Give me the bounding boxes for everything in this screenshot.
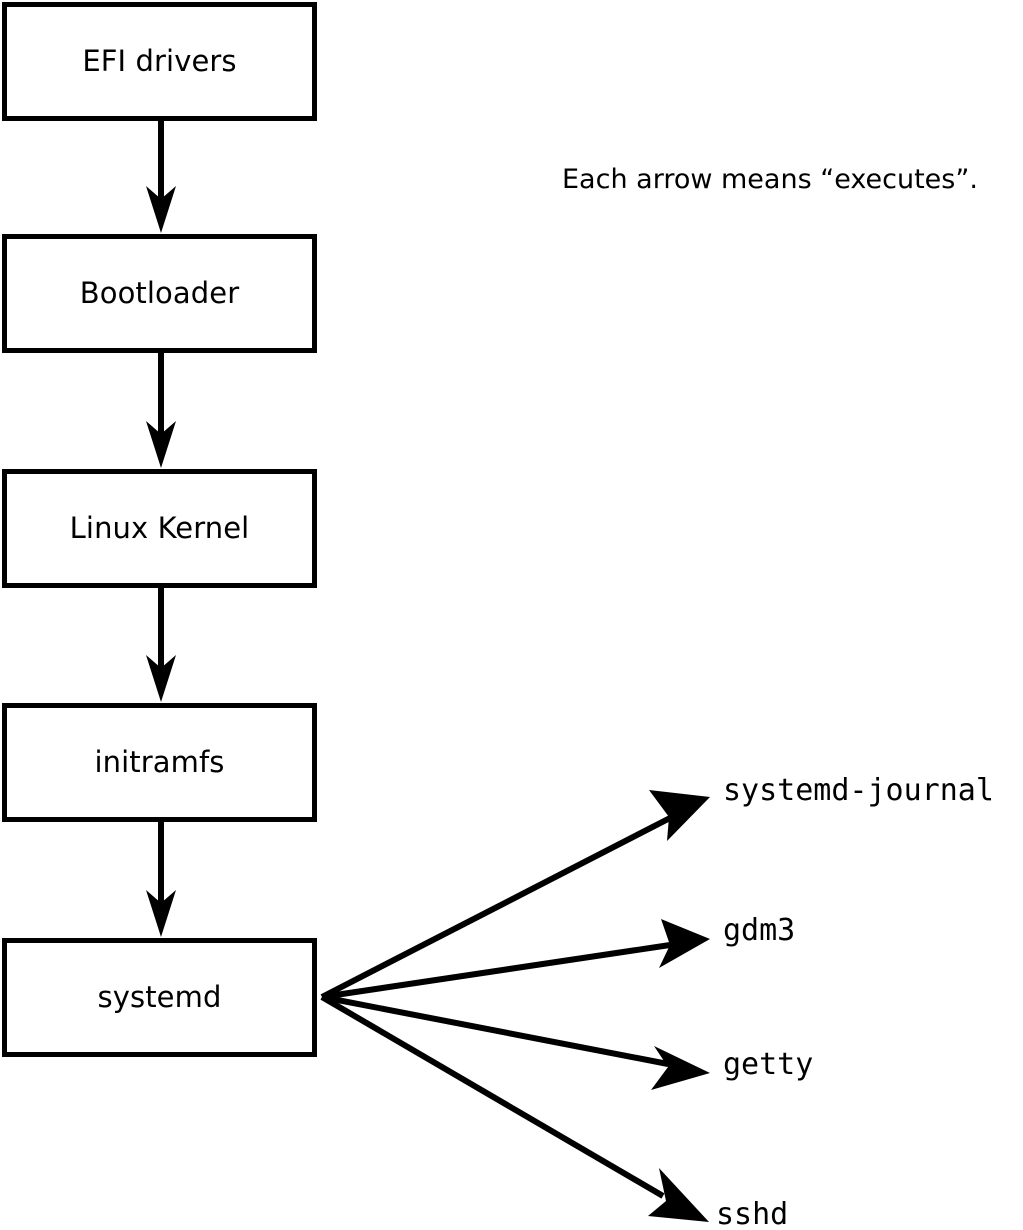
arrow-systemd-to-systemd-journal bbox=[320, 790, 710, 1000]
arrow-meaning-note: Each arrow means “executes”. bbox=[562, 164, 978, 195]
node-label-efi-drivers: EFI drivers bbox=[82, 44, 237, 78]
node-label-linux-kernel: Linux Kernel bbox=[69, 511, 250, 545]
arrow-systemd-to-gdm3 bbox=[321, 919, 710, 1000]
arrow-systemd-to-getty bbox=[321, 994, 710, 1090]
arrow-linux-kernel-to-initramfs bbox=[146, 588, 176, 702]
node-efi-drivers[interactable]: EFI drivers bbox=[2, 2, 317, 121]
arrow-initramfs-to-systemd bbox=[146, 822, 176, 937]
node-initramfs[interactable]: initramfs bbox=[2, 703, 317, 822]
node-label-systemd: systemd bbox=[97, 980, 222, 1014]
arrow-efi-drivers-to-bootloader bbox=[146, 121, 176, 233]
leaf-label-gdm3[interactable]: gdm3 bbox=[723, 913, 796, 948]
node-systemd[interactable]: systemd bbox=[2, 938, 317, 1057]
arrow-systemd-to-sshd bbox=[320, 994, 709, 1222]
node-label-initramfs: initramfs bbox=[94, 745, 225, 779]
node-label-bootloader: Bootloader bbox=[79, 276, 240, 310]
leaf-label-getty[interactable]: getty bbox=[723, 1047, 814, 1082]
node-bootloader[interactable]: Bootloader bbox=[2, 234, 317, 353]
arrow-bootloader-to-linux-kernel bbox=[146, 353, 176, 468]
leaf-label-systemd-journal[interactable]: systemd-journal bbox=[723, 773, 994, 808]
leaf-label-sshd[interactable]: sshd bbox=[716, 1197, 789, 1230]
node-linux-kernel[interactable]: Linux Kernel bbox=[2, 469, 317, 588]
